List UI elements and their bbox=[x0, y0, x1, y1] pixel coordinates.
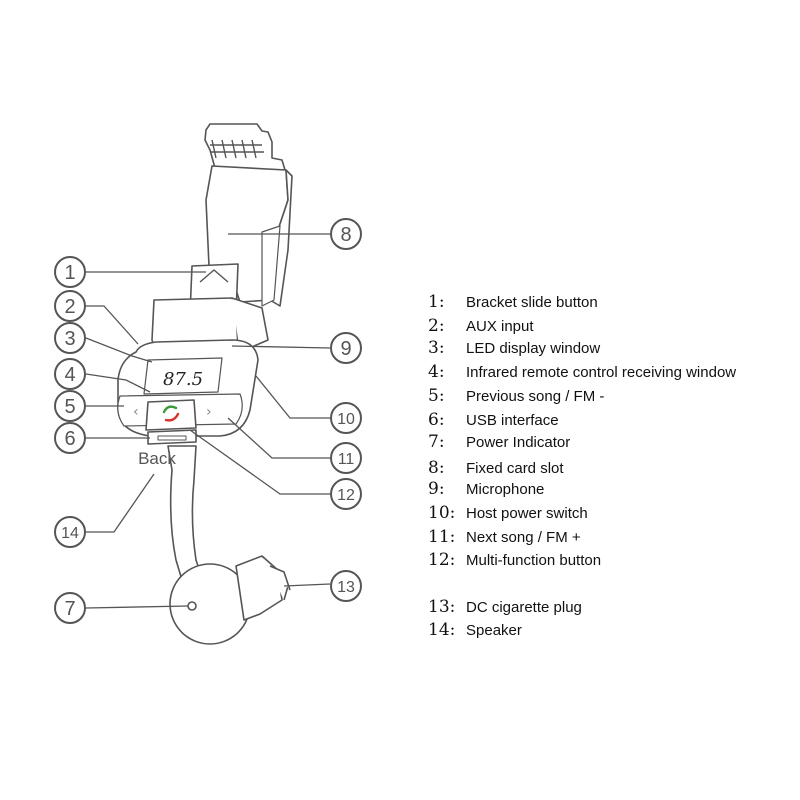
legend-item: 6: USB interface bbox=[428, 410, 559, 430]
svg-text:4: 4 bbox=[64, 364, 75, 386]
legend-item: 3: LED display window bbox=[428, 338, 601, 358]
svg-text:11: 11 bbox=[338, 451, 355, 468]
leader-4 bbox=[85, 373, 151, 393]
leader-lines bbox=[85, 233, 331, 609]
clamp-teeth bbox=[210, 139, 264, 159]
leader-14 bbox=[86, 473, 155, 533]
cigarette-plug bbox=[235, 555, 283, 621]
legend-item: 2: AUX input bbox=[428, 316, 534, 336]
callout-1: 1 bbox=[54, 256, 86, 288]
svg-text:3: 3 bbox=[64, 328, 75, 350]
callout-7: 7 bbox=[54, 592, 86, 624]
clamp-claw bbox=[204, 123, 286, 171]
callout-9: 9 bbox=[330, 332, 362, 364]
phone-call-icon bbox=[162, 405, 180, 422]
callout-2: 2 bbox=[54, 290, 86, 322]
car-charger-device bbox=[117, 123, 293, 645]
svg-text:10: 10 bbox=[337, 411, 355, 428]
leader-10 bbox=[255, 375, 330, 419]
svg-text:2: 2 bbox=[64, 296, 75, 318]
svg-text:6: 6 bbox=[64, 428, 75, 450]
legend-item: 4: Infrared remote control receiving win… bbox=[428, 362, 737, 382]
power-indicator-led bbox=[187, 601, 197, 611]
next-arrow-icon: › bbox=[206, 404, 212, 420]
legend-item: 7: Power Indicator bbox=[428, 432, 571, 452]
svg-text:9: 9 bbox=[340, 338, 351, 360]
svg-text:14: 14 bbox=[61, 525, 79, 542]
callout-4: 4 bbox=[54, 358, 86, 390]
svg-text:12: 12 bbox=[337, 487, 355, 504]
back-label: Back bbox=[138, 449, 176, 468]
legend-item: 11: Next song / FM + bbox=[428, 527, 581, 547]
svg-text:13: 13 bbox=[337, 579, 355, 596]
callout-13: 13 bbox=[330, 570, 362, 602]
display-readout: 87.5 bbox=[163, 369, 203, 390]
leader-13 bbox=[283, 583, 331, 587]
legend-item: 5: Previous song / FM - bbox=[428, 386, 605, 406]
legend-item: 13: DC cigarette plug bbox=[428, 597, 582, 617]
legend-item: 14: Speaker bbox=[428, 620, 522, 640]
leader-7 bbox=[85, 605, 189, 609]
callout-11: 11 bbox=[330, 442, 362, 474]
callout-5: 5 bbox=[54, 390, 86, 422]
leader-9 bbox=[231, 345, 331, 349]
leader-12 bbox=[189, 429, 330, 495]
svg-text:5: 5 bbox=[64, 396, 75, 418]
legend-item: 12: Multi-function button bbox=[428, 550, 602, 570]
legend-item: 9: Microphone bbox=[428, 479, 545, 499]
callout-3: 3 bbox=[54, 322, 86, 354]
leader-2 bbox=[86, 305, 139, 345]
prev-arrow-icon: ‹ bbox=[133, 404, 139, 420]
leader-3 bbox=[85, 337, 153, 363]
callout-14: 14 bbox=[54, 516, 86, 548]
multi-function-button bbox=[145, 399, 197, 431]
svg-text:8: 8 bbox=[340, 224, 351, 246]
legend-item: 10: Host power switch bbox=[428, 503, 588, 523]
callout-6: 6 bbox=[54, 422, 86, 454]
legend-item: 1: Bracket slide button bbox=[428, 292, 598, 312]
legend-item: 8: Fixed card slot bbox=[428, 458, 564, 478]
svg-text:7: 7 bbox=[64, 598, 75, 620]
usb-slot bbox=[147, 429, 197, 445]
leader-11 bbox=[227, 417, 330, 459]
callout-8: 8 bbox=[330, 218, 362, 250]
led-display-window bbox=[143, 357, 223, 395]
callout-12: 12 bbox=[330, 478, 362, 510]
callout-10: 10 bbox=[330, 402, 362, 434]
callout-circles: 1 2 3 4 5 6 7 8 9 10 11 12 13 14 bbox=[54, 218, 362, 624]
svg-text:1: 1 bbox=[64, 262, 75, 284]
